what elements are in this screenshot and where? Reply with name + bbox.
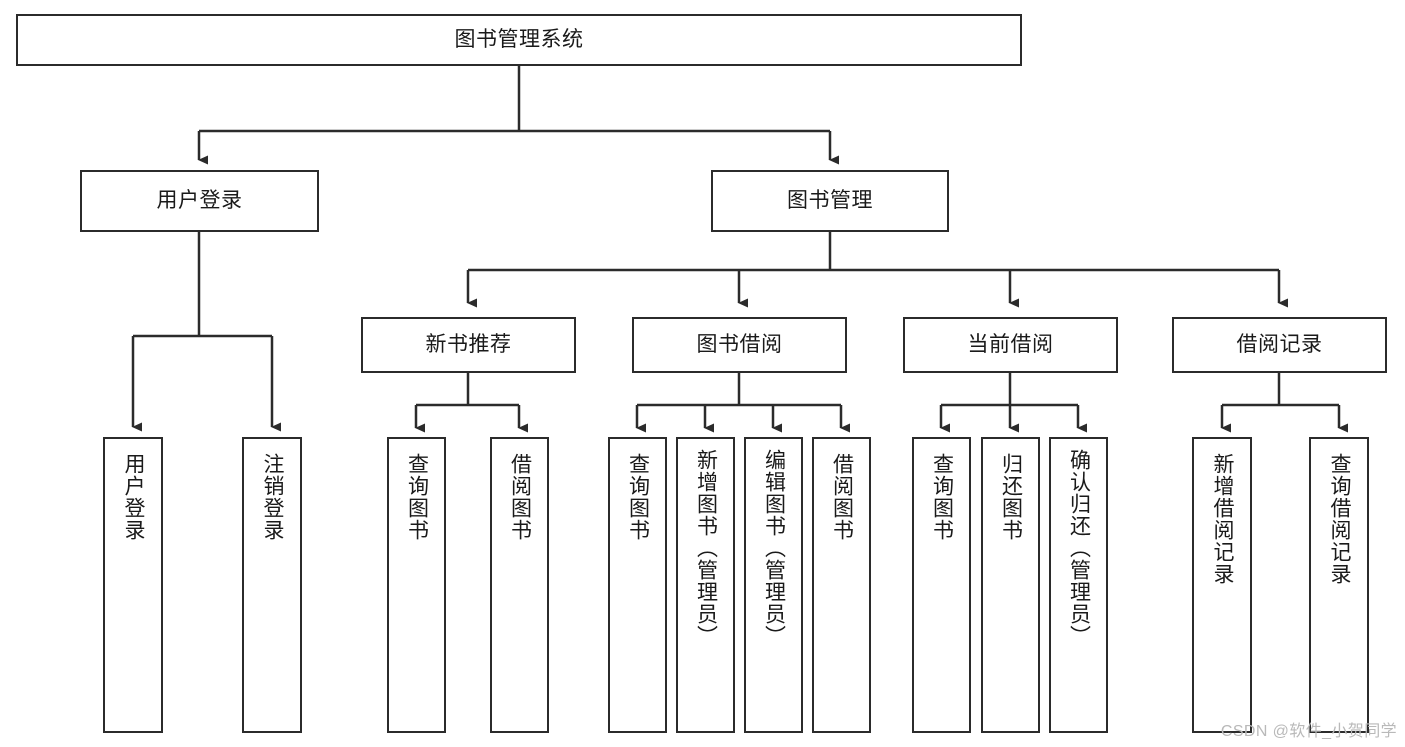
node-label: 新增图书（管理员）	[694, 449, 718, 647]
node-new-book-recommendation[interactable]: 新书推荐	[361, 317, 576, 373]
node-label: 用户登录	[156, 188, 243, 212]
node-label: 归还图书	[999, 453, 1023, 541]
csdn-watermark: CSDN @软件_小贺同学	[1220, 723, 1397, 740]
node-label: 确认归还（管理员）	[1067, 449, 1091, 647]
node-label: 注销登录	[261, 453, 285, 541]
leaf-new-book-borrow-books[interactable]: 借阅图书	[490, 437, 549, 733]
leaf-user-login-logout[interactable]: 注销登录	[242, 437, 302, 733]
leaf-book-borrow-borrow-books[interactable]: 借阅图书	[812, 437, 871, 733]
node-label: 借阅记录	[1236, 332, 1323, 356]
leaf-current-borrow-confirm-return-admin[interactable]: 确认归还（管理员）	[1049, 437, 1108, 733]
node-current-borrowing[interactable]: 当前借阅	[903, 317, 1118, 373]
leaf-book-borrow-edit-book-admin[interactable]: 编辑图书（管理员）	[744, 437, 803, 733]
node-label: 查询图书	[930, 453, 954, 541]
leaf-current-borrow-return-books[interactable]: 归还图书	[981, 437, 1040, 733]
node-label: 图书管理系统	[454, 27, 584, 51]
leaf-current-borrow-query-books[interactable]: 查询图书	[912, 437, 971, 733]
leaf-new-book-query-books[interactable]: 查询图书	[387, 437, 446, 733]
node-label: 图书管理	[787, 188, 873, 212]
leaf-borrow-record-query-record[interactable]: 查询借阅记录	[1309, 437, 1369, 733]
node-label: 编辑图书（管理员）	[762, 449, 786, 647]
node-label: 用户登录	[122, 453, 146, 541]
node-label: 图书借阅	[696, 332, 783, 356]
node-label: 查询图书	[626, 453, 650, 541]
leaf-borrow-record-add-record[interactable]: 新增借阅记录	[1192, 437, 1252, 733]
node-user-login[interactable]: 用户登录	[80, 170, 319, 232]
node-label: 新书推荐	[425, 332, 512, 356]
node-label: 借阅图书	[830, 453, 854, 541]
node-label: 当前借阅	[967, 332, 1054, 356]
node-book-management[interactable]: 图书管理	[711, 170, 949, 232]
node-book-borrowing[interactable]: 图书借阅	[632, 317, 847, 373]
node-root-book-management-system[interactable]: 图书管理系统	[16, 14, 1022, 66]
node-label: 查询借阅记录	[1328, 453, 1352, 585]
leaf-book-borrow-query-books[interactable]: 查询图书	[608, 437, 667, 733]
leaf-book-borrow-add-book-admin[interactable]: 新增图书（管理员）	[676, 437, 735, 733]
node-borrowing-records[interactable]: 借阅记录	[1172, 317, 1387, 373]
node-label: 借阅图书	[508, 453, 532, 541]
node-label: 查询图书	[405, 453, 429, 541]
leaf-user-login-login[interactable]: 用户登录	[103, 437, 163, 733]
node-label: 新增借阅记录	[1211, 453, 1235, 585]
